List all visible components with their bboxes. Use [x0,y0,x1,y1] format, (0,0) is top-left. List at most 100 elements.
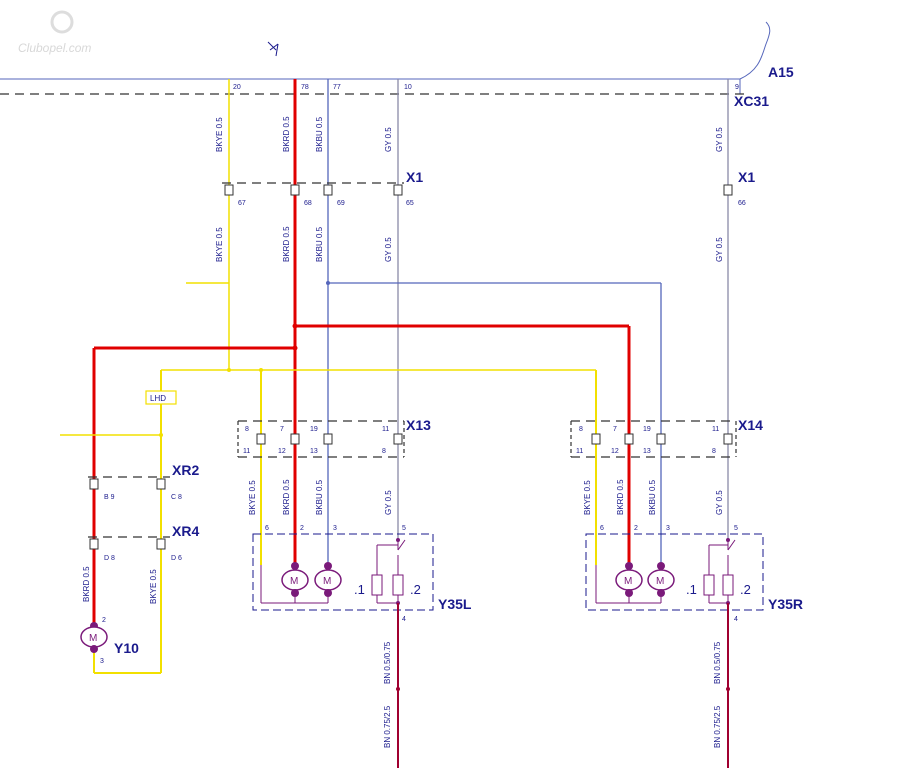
pin-x13-8: 8 [245,426,249,433]
pin-x13-19: 19 [310,426,318,433]
wire-label-bkbu-3: BKBU 0.5 [315,479,324,515]
y35r-motor-2-symbol: M [656,576,664,587]
label-xc31: XC31 [734,93,769,109]
watermark: Clubopel.com [18,41,91,55]
wire-label-gy-4: GY 0.5 [715,237,724,262]
pin-y35r-3: 3 [666,525,670,532]
wire-label-bkrd-3: BKRD 0.5 [282,479,291,515]
y35r-contact-1: .1 [686,582,697,597]
pin-x13-12: 12 [278,448,286,455]
y35r-module [585,533,764,611]
a15-bracket [739,21,771,80]
pin-xr4-d6: D 6 [171,555,182,562]
y35r-motor-1: M [615,562,643,597]
pin-y35l-2: 2 [300,525,304,532]
label-y10: Y10 [114,640,139,656]
label-y35l: Y35L [438,596,472,612]
label-x14: X14 [738,417,763,433]
pin-x13-11b: 11 [243,448,250,455]
pin-xr4-d8: D 8 [104,555,115,562]
wire-label-bn075-left: BN 0.5/0.75 [383,641,392,684]
pin-xc31-10: 10 [404,84,412,91]
pin-x14-11: 11 [712,426,719,433]
y35r-motor-2: M [647,562,675,597]
pin-x14-11b: 11 [576,448,583,455]
wire-label-bkye-3: BKYE 0.5 [248,480,257,515]
y35l-motor-1: M [281,562,309,597]
pin-x14-12: 12 [611,448,619,455]
y35l-motor-2-symbol: M [323,576,331,587]
pin-y35l-5: 5 [402,525,406,532]
wire-label-bkbu-1: BKBU 0.5 [315,116,324,152]
label-y35r: Y35R [768,596,803,612]
wire-label-gy-1: GY 0.5 [384,127,393,152]
pin-y35r-2: 2 [634,525,638,532]
pin-x14-8b: 8 [712,448,716,455]
wire-label-bkye-1: BKYE 0.5 [215,117,224,152]
y35l-module [252,533,434,611]
pin-x13-13: 13 [310,448,318,455]
wire-label-bkrd-y10: BKRD 0.5 [82,566,91,602]
pin-x13-8b: 8 [382,448,386,455]
pin-xc31-9: 9 [735,84,739,91]
y35l-motor-2: M [314,562,342,597]
label-xr4: XR4 [172,523,199,539]
pin-xr2-c8: C 8 [171,494,182,501]
x13-connector [237,420,405,458]
pin-x1-68: 68 [304,200,312,207]
wire-label-bkye-4: BKYE 0.5 [583,480,592,515]
pin-xc31-77: 77 [333,84,341,91]
y10-motor: M [80,622,108,653]
label-x13: X13 [406,417,431,433]
pin-x14-19: 19 [643,426,651,433]
pin-x14-8: 8 [579,426,583,433]
lhd-box [145,390,177,405]
x14-connector [570,420,737,458]
label-x1-right: X1 [738,169,755,185]
watermark-logo [50,10,74,34]
pin-xc31-20: 20 [233,84,241,91]
pin-y35r-5: 5 [734,525,738,532]
y35r-motor-1-symbol: M [624,576,632,587]
y35l-contact-1: .1 [354,582,365,597]
pin-x14-13: 13 [643,448,651,455]
y10-motor-symbol: M [89,633,97,644]
pin-x1-69: 69 [337,200,345,207]
pin-xc31-78: 78 [301,84,309,91]
y35l-motor-1-symbol: M [290,576,298,587]
pin-x13-11: 11 [382,426,389,433]
wire-label-gy-3: GY 0.5 [384,237,393,262]
pin-x1-67: 67 [238,200,246,207]
y35r-switch [703,539,736,604]
label-a15: A15 [768,64,794,80]
pin-xr2-b9: B 9 [104,494,115,501]
pin-x13-7: 7 [280,426,284,433]
wire-label-bn25-right: BN 0.75/2.5 [713,705,722,748]
pin-y35r-6: 6 [600,525,604,532]
pin-y35l-3: 3 [333,525,337,532]
wire-label-bkye-2: BKYE 0.5 [215,227,224,262]
pin-y35l-6: 6 [265,525,269,532]
pin-y10-2: 2 [102,617,106,624]
wire-label-gy-6: GY 0.5 [715,490,724,515]
x1-terminals [224,184,733,196]
pin-x14-7: 7 [613,426,617,433]
y35l-contact-2: .2 [410,582,421,597]
wire-label-bn075-right: BN 0.5/0.75 [713,641,722,684]
pin-x1-65: 65 [406,200,414,207]
wire-label-bkbu-2: BKBU 0.5 [315,226,324,262]
pin-x1-66: 66 [738,200,746,207]
wire-label-bkrd-4: BKRD 0.5 [616,479,625,515]
pin-y35l-4: 4 [402,616,406,623]
pin-y10-3: 3 [100,658,104,665]
wire-label-bkrd-1: BKRD 0.5 [282,116,291,152]
label-x1-left: X1 [406,169,423,185]
y35l-switch [371,539,406,604]
y35r-contact-2: .2 [740,582,751,597]
wire-label-bkye-y10: BKYE 0.5 [149,569,158,604]
label-lhd: LHD [150,394,166,403]
wire-label-bkbu-4: BKBU 0.5 [648,479,657,515]
pin-y35r-4: 4 [734,616,738,623]
ground-symbol [267,41,279,57]
